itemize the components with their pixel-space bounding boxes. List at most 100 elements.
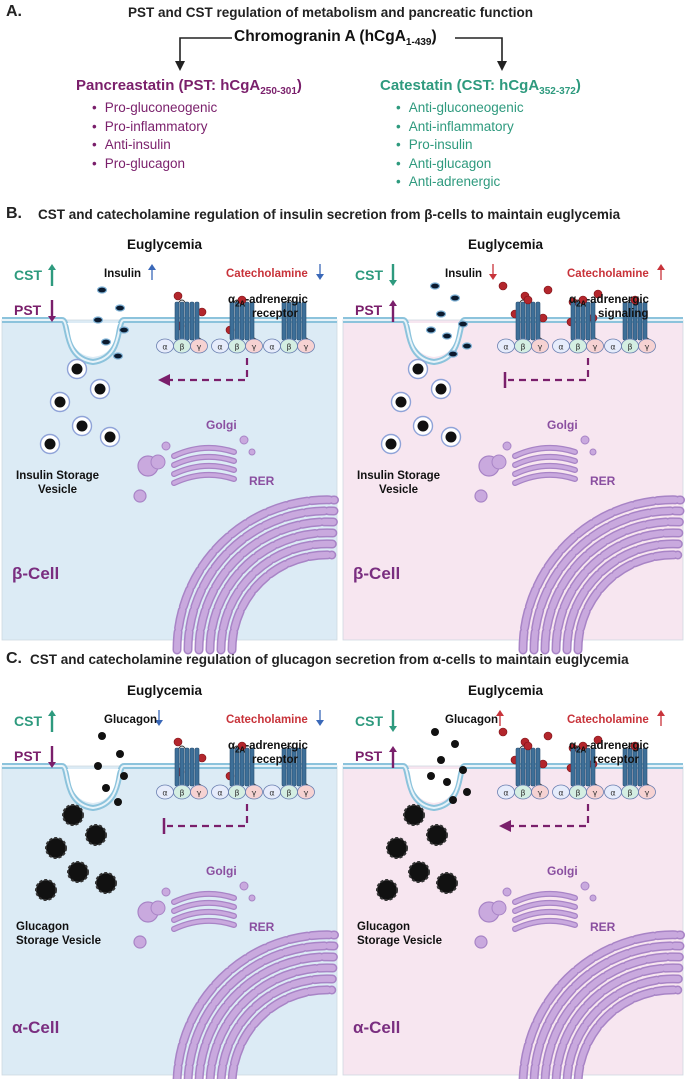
c-right-cst-arrow-head [389, 726, 397, 732]
c-right-pst-label: PST [355, 748, 383, 764]
golgi-lumen [172, 455, 236, 467]
g-protein-subunit-label: α [503, 789, 508, 798]
golgi-lumen [513, 446, 577, 458]
pst-item: Pro-inflammatory [92, 118, 217, 137]
g-protein-subunit-label: α [610, 789, 615, 798]
insulin-storage-core [412, 363, 424, 375]
golgi-lumen [513, 919, 577, 931]
golgi-vesicle [161, 887, 171, 897]
section-c-letter: C. [6, 650, 22, 667]
golgi-vesicle [150, 900, 166, 916]
receptor-helix [525, 747, 531, 787]
insulin-granule [118, 326, 130, 334]
b-right-receptor-label-2: signaling [598, 308, 649, 320]
rer-lumen [552, 529, 682, 653]
c-left-receptor-label-2: receptor [252, 754, 299, 766]
c-left-rer-label: RER [249, 920, 275, 934]
g-protein-subunit-label: γ [645, 343, 650, 352]
golgi-lumen [172, 901, 236, 913]
g-protein-subunit-label: γ [304, 789, 309, 798]
insulin-granule [461, 342, 473, 350]
g-protein-subunit-label: γ [593, 343, 598, 352]
catecholamine-molecule [593, 289, 603, 299]
golgi-vesicle [589, 894, 597, 902]
cell-interior [1, 319, 338, 641]
glucagon-granule [94, 762, 102, 770]
receptor-helix [296, 747, 302, 787]
rer-lumen [229, 986, 335, 1079]
g-protein-subunit-label: β [234, 343, 239, 352]
rer-lumen [575, 986, 681, 1079]
bound-catecholamine [523, 295, 533, 305]
insulin-granule [435, 310, 447, 318]
receptor-helix [179, 747, 185, 787]
exocytosis-pocket [408, 769, 460, 803]
rer-lumen [196, 953, 337, 1079]
receptor-helix [520, 301, 526, 341]
section-c-title: CST and catecholamine regulation of gluc… [30, 652, 629, 667]
insulin-storage-core [44, 438, 56, 450]
signaling-arrow [167, 358, 249, 382]
receptor-helix [174, 301, 180, 341]
b-right-catecholamine-arrow-head [657, 264, 665, 270]
transport-vesicle [133, 489, 147, 503]
b-right-catecholamine-label: Catecholamine [567, 268, 649, 280]
receptor-helix [184, 747, 190, 787]
g-protein-subunit-label: β [286, 343, 291, 352]
c-left-pst-label: PST [14, 748, 42, 764]
rough-er [518, 930, 685, 1079]
g-protein-subunit [245, 338, 263, 354]
golgi-vesicle [239, 881, 249, 891]
insulin-granule [112, 352, 124, 360]
b-right-hormone-label: Insulin [445, 268, 483, 280]
bound-catecholamine [578, 295, 588, 305]
section-a-letter: A. [6, 3, 22, 20]
insulin-granule [457, 320, 469, 328]
b-right-golgi-label: Golgi [547, 418, 578, 432]
cst-item: Anti-glucagon [396, 155, 524, 174]
golgi-lumen [513, 892, 577, 904]
rer-lumen [553, 964, 682, 1079]
b-left-hormone-label: Insulin [104, 268, 142, 280]
receptor-helix [637, 301, 643, 341]
glucagon-storage-vesicle [45, 837, 67, 859]
insulin-storage-core [395, 396, 407, 408]
signaling-arrow [167, 804, 249, 828]
glucagon-granule [114, 798, 122, 806]
arrow-to-pst [175, 37, 232, 71]
g-protein-subunit-label: γ [252, 789, 257, 798]
g-protein-subunit [297, 338, 315, 354]
cst-item: Anti-inflammatory [396, 118, 524, 137]
receptor-helix [194, 747, 200, 787]
g-protein-subunit-label: β [520, 789, 525, 798]
b-right-pst-arrow-head [389, 300, 397, 306]
insulin-granule [96, 286, 108, 294]
insulin-granule [441, 332, 453, 340]
plasma-membrane-inner [2, 319, 337, 364]
receptor-helix [244, 301, 250, 341]
rer-lumen [217, 540, 336, 653]
g-protein-subunit-label: α [269, 343, 274, 352]
b-left-pst-label: PST [14, 302, 42, 318]
rer-lumen [218, 975, 336, 1079]
receptor-helix [179, 301, 185, 341]
golgi-lumen [172, 910, 236, 922]
g-protein-subunit-label: α [162, 343, 167, 352]
c-left-cst-arrow-head [48, 710, 56, 716]
glucagon-granule [120, 772, 128, 780]
cst-item: Pro-insulin [396, 136, 524, 155]
golgi-lumen [172, 473, 236, 485]
rer-lumen [563, 540, 682, 653]
rough-er [518, 495, 685, 655]
golgi-vesicle [161, 441, 171, 451]
b-left-cst-label: CST [14, 267, 42, 283]
insulin-granule [449, 294, 461, 302]
g-protein-subunit-label: β [234, 789, 239, 798]
signaling-arrowhead [499, 820, 511, 832]
glucagon-storage-vesicle [386, 837, 408, 859]
rer-lumen [174, 931, 338, 1079]
glucagon-granule [459, 766, 467, 774]
